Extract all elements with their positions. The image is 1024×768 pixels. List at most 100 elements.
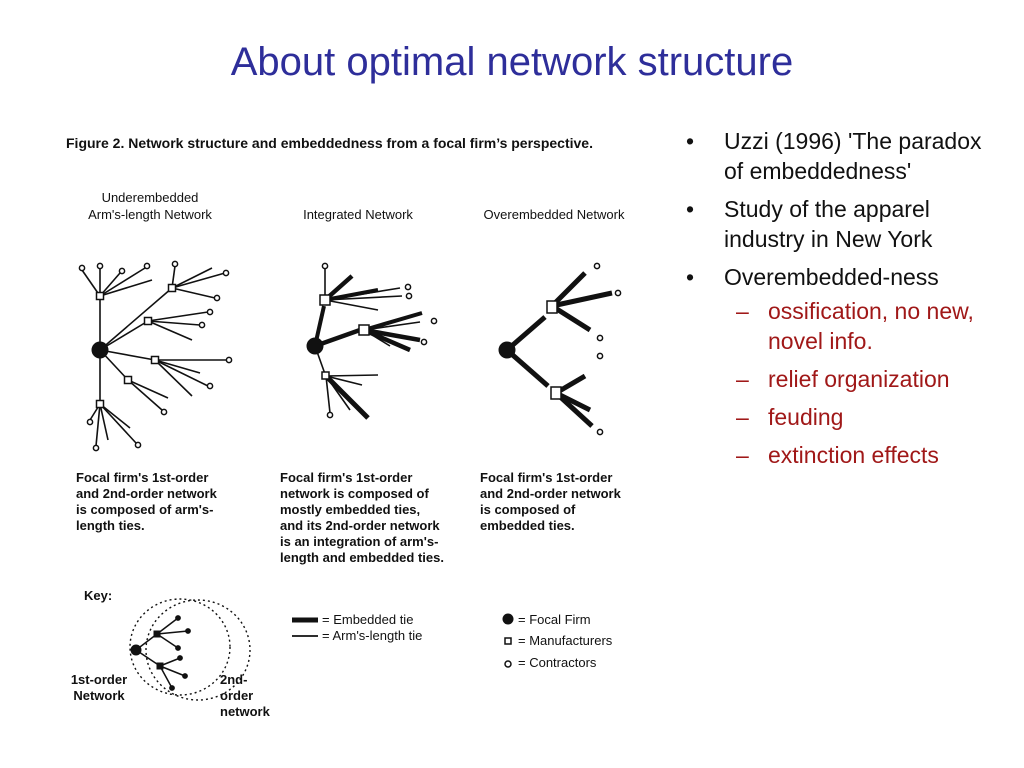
desc-line: length ties. <box>76 518 145 533</box>
manufacturer-node <box>150 355 160 365</box>
second-order-boundary <box>145 599 251 701</box>
contractor-node <box>596 352 604 360</box>
focal-firm-node <box>498 341 516 359</box>
bullet-mark: • <box>686 196 695 222</box>
desc-line: and 2nd-order network <box>480 486 621 501</box>
contractor-node <box>225 356 233 364</box>
integrated-label: Integrated Network <box>303 207 413 222</box>
second-order-label: 2nd- order network <box>220 672 280 720</box>
contractor-node <box>404 283 412 291</box>
bullet-item: • Study of the apparel industry in New Y… <box>686 194 1006 254</box>
contractor-node <box>198 321 206 329</box>
sub-bullet-item: – feuding <box>686 402 1006 432</box>
sub-bullet-mark: – <box>736 298 749 324</box>
contractor-node <box>430 317 438 325</box>
embedded-tie-legend: = Embedded tie <box>322 612 414 627</box>
desc-line: is an integration of arm's- <box>280 534 439 549</box>
manufacturer-node <box>358 324 370 336</box>
contractor-node <box>321 262 329 270</box>
bullet-mark: • <box>686 128 695 154</box>
desc-line: Focal firm's 1st-order <box>76 470 209 485</box>
key-label-line: order <box>220 688 254 703</box>
bullet-text: Uzzi (1996) 'The paradox of embeddedness… <box>724 128 982 184</box>
network-diagrams <box>78 260 622 701</box>
contractor-legend-icon <box>504 660 512 668</box>
underembedded-label-line2: Arm's-length Network <box>88 207 212 222</box>
first-order-label: 1st-order Network <box>64 672 134 704</box>
contractor-node <box>143 262 151 270</box>
bullet-mark: • <box>686 264 695 290</box>
contractor-node <box>593 262 601 270</box>
focal-firm-node <box>91 341 109 359</box>
desc-line: embedded ties. <box>480 518 575 533</box>
desc-line: mostly embedded ties, <box>280 502 421 517</box>
bullet-text: Study of the apparel industry in New Yor… <box>724 196 933 252</box>
key-label-line: 2nd- <box>220 672 248 687</box>
key-tie-legend <box>292 617 318 637</box>
key-label-line: network <box>220 704 270 719</box>
contractor-node <box>614 289 622 297</box>
desc-line: Focal firm's 1st-order <box>480 470 613 485</box>
bullet-item: • Overembedded-ness <box>686 262 1006 292</box>
integrated-description: Focal firm's 1st-order network is compos… <box>280 470 480 566</box>
integrated-nodes <box>306 262 438 419</box>
manufacturer-node <box>319 294 331 306</box>
key-node-legend <box>502 613 514 668</box>
sub-bullet-mark: – <box>736 404 749 430</box>
manufacturer-node <box>95 399 105 409</box>
contractor-node <box>96 262 104 270</box>
underembedded-nodes <box>78 260 233 452</box>
contractor-node <box>405 292 413 300</box>
manufacturer-legend-icon <box>504 637 512 645</box>
contractor-node <box>78 264 86 272</box>
contractor-node <box>420 338 428 346</box>
contractor-node <box>222 269 230 277</box>
sub-bullet-item: – relief organization <box>686 364 1006 394</box>
bullet-text: Overembedded-ness <box>724 264 939 290</box>
manufacturer-node <box>143 316 153 326</box>
manufacturer-node <box>550 386 562 400</box>
sub-bullet-text: feuding <box>768 404 844 430</box>
contractor-node <box>92 444 100 452</box>
manufacturer-node <box>167 283 177 293</box>
key-heading: Key: <box>84 588 113 603</box>
bullet-list: • Uzzi (1996) 'The paradox of embeddedne… <box>686 126 1006 478</box>
key-label-line: Network <box>73 688 125 703</box>
contractor-node <box>326 411 334 419</box>
focal-firm-node <box>306 337 324 355</box>
contractor-node <box>160 408 168 416</box>
desc-line: network is composed of <box>280 486 429 501</box>
desc-line: length and embedded ties. <box>280 550 444 565</box>
overembedded-label: Overembedded Network <box>483 207 625 222</box>
sub-bullet-text: ossification, no new, novel info. <box>768 298 974 354</box>
arms-length-tie-legend: = Arm's-length tie <box>322 628 423 643</box>
focal-firm-legend: = Focal Firm <box>518 612 591 627</box>
contractor-node <box>86 418 94 426</box>
key-diagram <box>129 598 251 701</box>
desc-line: and 2nd-order network <box>76 486 217 501</box>
desc-line: is composed of arm's- <box>76 502 214 517</box>
sub-bullet-text: relief organization <box>768 366 950 392</box>
underembedded-description: Focal firm's 1st-order and 2nd-order net… <box>76 470 266 534</box>
overembedded-nodes <box>498 262 622 436</box>
integrated-network-drawing <box>313 268 423 420</box>
sub-bullet-item: – ossification, no new, novel info. <box>686 296 1006 356</box>
first-order-boundary <box>129 598 231 696</box>
manufacturers-legend: = Manufacturers <box>518 633 613 648</box>
contractor-node <box>213 294 221 302</box>
underembedded-label-line1: Underembedded <box>101 190 199 205</box>
contractor-node <box>206 308 214 316</box>
sub-bullet-mark: – <box>736 442 749 468</box>
contractor-node <box>596 334 604 342</box>
contractors-legend: = Contractors <box>518 655 597 670</box>
bullet-item: • Uzzi (1996) 'The paradox of embeddedne… <box>686 126 1006 186</box>
manufacturer-node <box>95 291 105 301</box>
contractor-node <box>171 260 179 268</box>
manufacturer-node <box>546 300 558 314</box>
desc-line: Focal firm's 1st-order <box>280 470 413 485</box>
figure-caption: Figure 2. Network structure and embedded… <box>66 135 593 151</box>
contractor-node <box>134 441 142 449</box>
desc-line: and its 2nd-order network <box>280 518 440 533</box>
key-label-line: 1st-order <box>70 672 128 687</box>
sub-bullet-text: extinction effects <box>768 442 939 468</box>
